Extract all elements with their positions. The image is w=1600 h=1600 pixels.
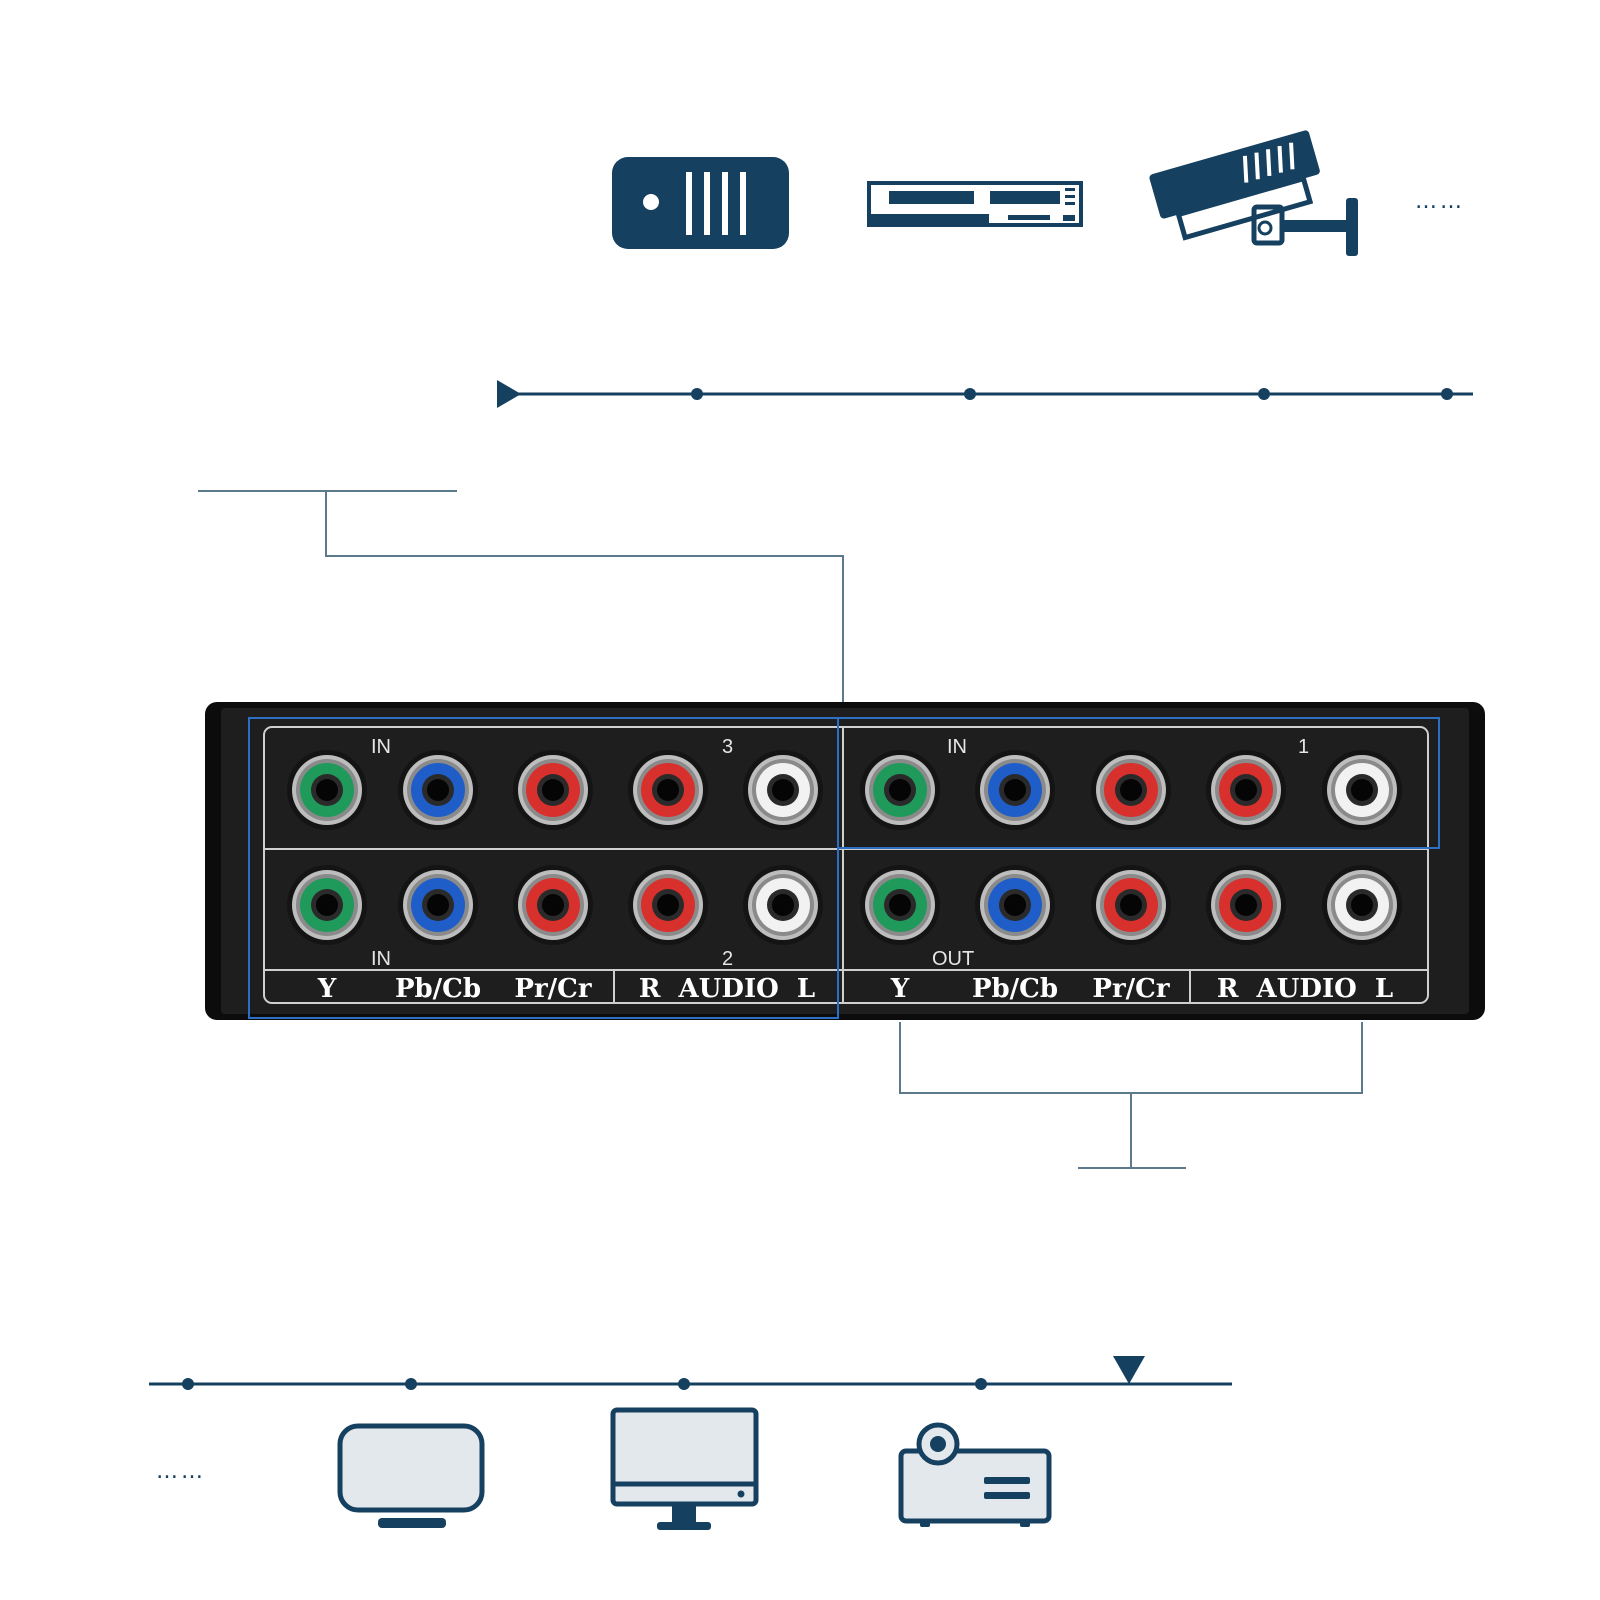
- rca-jack-white[interactable]: [743, 750, 823, 830]
- column-label-y: Y: [890, 974, 910, 1004]
- group-number-3: 3: [722, 736, 733, 758]
- group-label-in-1: IN: [947, 736, 967, 758]
- column-label-audio: R AUDIO L: [639, 974, 815, 1004]
- timeline-dot: [975, 1378, 987, 1390]
- rca-jack-green[interactable]: [860, 865, 940, 945]
- play-arrow-icon: [497, 380, 521, 408]
- timeline-dot: [964, 388, 976, 400]
- rca-jack-blue[interactable]: [398, 865, 478, 945]
- rca-jack-blue[interactable]: [398, 750, 478, 830]
- rca-jacks: [287, 750, 1402, 945]
- down-arrow-icon: [1113, 1356, 1145, 1384]
- projector-icon: [898, 1422, 1052, 1527]
- output-more-ellipsis: ……: [156, 1459, 206, 1484]
- column-label-pr-cr: Pr/Cr: [1092, 974, 1169, 1004]
- timeline-dot: [1441, 388, 1453, 400]
- rca-jack-red[interactable]: [1091, 750, 1171, 830]
- rca-jack-red[interactable]: [628, 750, 708, 830]
- tv-icon: [337, 1423, 485, 1528]
- server-icon: [612, 157, 789, 249]
- column-label-pr-cr: Pr/Cr: [514, 974, 591, 1004]
- rca-jack-blue[interactable]: [975, 750, 1055, 830]
- rca-jack-blue[interactable]: [975, 865, 1055, 945]
- desktop-monitor-icon: [610, 1407, 759, 1530]
- highlight-input-1: [837, 717, 1440, 849]
- security-camera-icon: [1149, 130, 1358, 256]
- input-timeline: [497, 380, 1473, 408]
- rca-jack-green[interactable]: [860, 750, 940, 830]
- switch-back-panel: IN 3 IN 1 IN 2 OUT Y Pb/Cb Pr/Cr R AUDIO…: [205, 702, 1485, 1020]
- group-label-out: OUT: [932, 948, 974, 970]
- rca-jack-green[interactable]: [287, 865, 367, 945]
- output-timeline: [149, 1356, 1232, 1390]
- dvd-player-icon: [867, 181, 1083, 227]
- highlight-input-group: [248, 717, 839, 1019]
- group-number-2: 2: [722, 948, 733, 970]
- timeline-dot: [1258, 388, 1270, 400]
- timeline-dot: [182, 1378, 194, 1390]
- timeline-dot: [405, 1378, 417, 1390]
- column-label-pb-cb: Pb/Cb: [395, 974, 481, 1004]
- callout-lines: [198, 490, 1363, 1169]
- column-label-y: Y: [317, 974, 337, 1004]
- source-more-ellipsis: ……: [1415, 189, 1465, 214]
- rca-jack-red[interactable]: [1206, 750, 1286, 830]
- rca-jack-red[interactable]: [513, 750, 593, 830]
- output-devices: ……: [156, 1407, 1052, 1530]
- rca-jack-white[interactable]: [1322, 750, 1402, 830]
- rca-jack-white[interactable]: [743, 865, 823, 945]
- group-number-1: 1: [1298, 736, 1309, 758]
- timeline-dot: [678, 1378, 690, 1390]
- column-label-pb-cb: Pb/Cb: [972, 974, 1058, 1004]
- rca-jack-red[interactable]: [628, 865, 708, 945]
- column-label-audio: R AUDIO L: [1217, 974, 1393, 1004]
- rca-jack-red[interactable]: [513, 865, 593, 945]
- rca-jack-red[interactable]: [1206, 865, 1286, 945]
- rca-jack-green[interactable]: [287, 750, 367, 830]
- rca-jack-white[interactable]: [1322, 865, 1402, 945]
- rca-jack-red[interactable]: [1091, 865, 1171, 945]
- source-devices: ……: [612, 130, 1465, 256]
- group-label-in-2: IN: [371, 948, 391, 970]
- group-label-in-3: IN: [371, 736, 391, 758]
- timeline-dot: [691, 388, 703, 400]
